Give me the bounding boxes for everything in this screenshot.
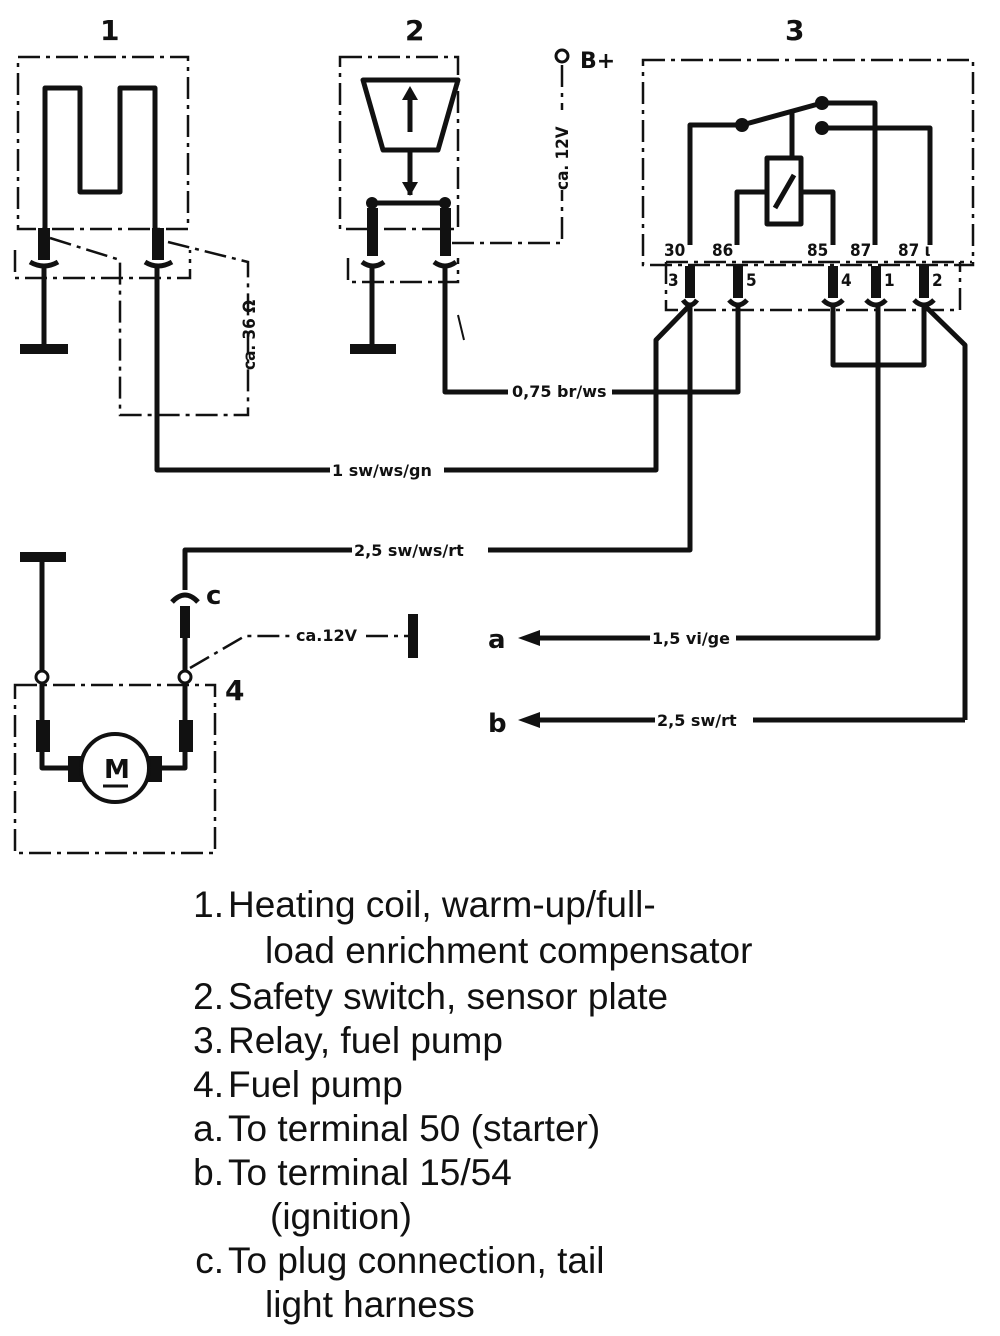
relay-terminal-number-4: 2 (932, 271, 943, 291)
component-3-relay: 3 30 3 86 5 85 4 87 187 ι2 (641, 14, 975, 720)
relay-terminal-id-0: 30 (664, 241, 685, 261)
relay-terminal-id-3: 87 (850, 241, 871, 261)
relay-terminal-id-4: 87 ι (898, 241, 931, 261)
relay-terminal-number-0: 3 (668, 271, 679, 291)
relay-terminal-pin-4 (919, 266, 929, 298)
relay-terminal-number-2: 4 (841, 271, 852, 291)
legend-item-1-cont: load enrichment compensator (265, 930, 753, 971)
component-2-number: 2 (405, 14, 424, 47)
wire-1-label: 1 sw/ws/gn (332, 461, 432, 480)
relay-terminal-pin-1 (733, 266, 743, 298)
plug-c-label: c (206, 581, 221, 611)
relay-terminal-number-1: 5 (746, 271, 757, 291)
volt-12-vertical-label: ca. 12V (553, 126, 573, 190)
legend-item-c-cont: light harness (265, 1284, 475, 1325)
relay-terminal-id-2: 85 (807, 241, 828, 261)
component-1-number: 1 (100, 14, 119, 47)
component-2-safety-switch: 2 B+ ca. 12V 0,75 br/ws (338, 14, 741, 402)
component-4-number: 4 (225, 674, 244, 707)
relay-terminal-id-1: 86 (712, 241, 733, 261)
wire-075-label: 0,75 br/ws (512, 382, 607, 401)
relay-terminal-pin-2 (828, 266, 838, 298)
terminal-a-label: a (488, 625, 506, 655)
motor-label: M (104, 755, 130, 785)
relay-terminal-number-3: 1 (884, 271, 895, 291)
volt-12-pump-label: ca.12V (296, 626, 358, 645)
wire-25b-label: 2,5 sw/rt (657, 711, 737, 730)
wire-15-label: 1,5 vi/ge (652, 629, 730, 648)
component-4-fuel-pump: 4 c ca.12V M (13, 552, 418, 855)
wiring-diagram: 1 ca. 36 Ω 2 (13, 14, 975, 855)
relay-terminal-pin-3 (871, 266, 881, 298)
component-1-heating-coil: 1 ca. 36 Ω (13, 14, 692, 473)
terminal-b-label: b (488, 709, 507, 739)
component-3-number: 3 (785, 14, 804, 47)
b-plus-label: B+ (580, 49, 615, 74)
legend-item-b-cont: (ignition) (270, 1196, 412, 1237)
ohm-label: ca. 36 Ω (240, 300, 260, 370)
wire-25a-label: 2,5 sw/ws/rt (354, 541, 464, 560)
relay-terminal-pin-0 (685, 266, 695, 298)
